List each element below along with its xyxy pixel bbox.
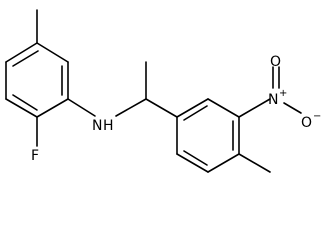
structure-canvas: F N H N + O O −: [5, 9, 322, 173]
amine-nitrogen-label: N: [92, 118, 102, 134]
right-methyl-bond: [238, 153, 271, 173]
right-benzene-ring: [176, 98, 240, 173]
fluorine-label: F: [31, 148, 39, 164]
molecule-diagram: F N H N + O O −: [5, 9, 321, 173]
left-benzene-ring: [5, 42, 69, 118]
nitro-oxygen-right-label: O: [301, 115, 312, 131]
amine-methine-bond: [115, 98, 147, 117]
amine-hydrogen-label: H: [103, 118, 114, 134]
nitro-nitrogen-charge: +: [279, 88, 287, 99]
nitro-oxygen-charge: −: [313, 111, 321, 122]
aryl-amine-bond: [67, 98, 96, 117]
nitro-oxygen-top-label: O: [270, 54, 281, 70]
nitro-oxygen-single-bond: [283, 102, 302, 114]
nitro-bond: [238, 98, 271, 118]
methine-aryl-bond: [145, 98, 178, 118]
nitro-nitrogen-label: N: [268, 92, 278, 108]
